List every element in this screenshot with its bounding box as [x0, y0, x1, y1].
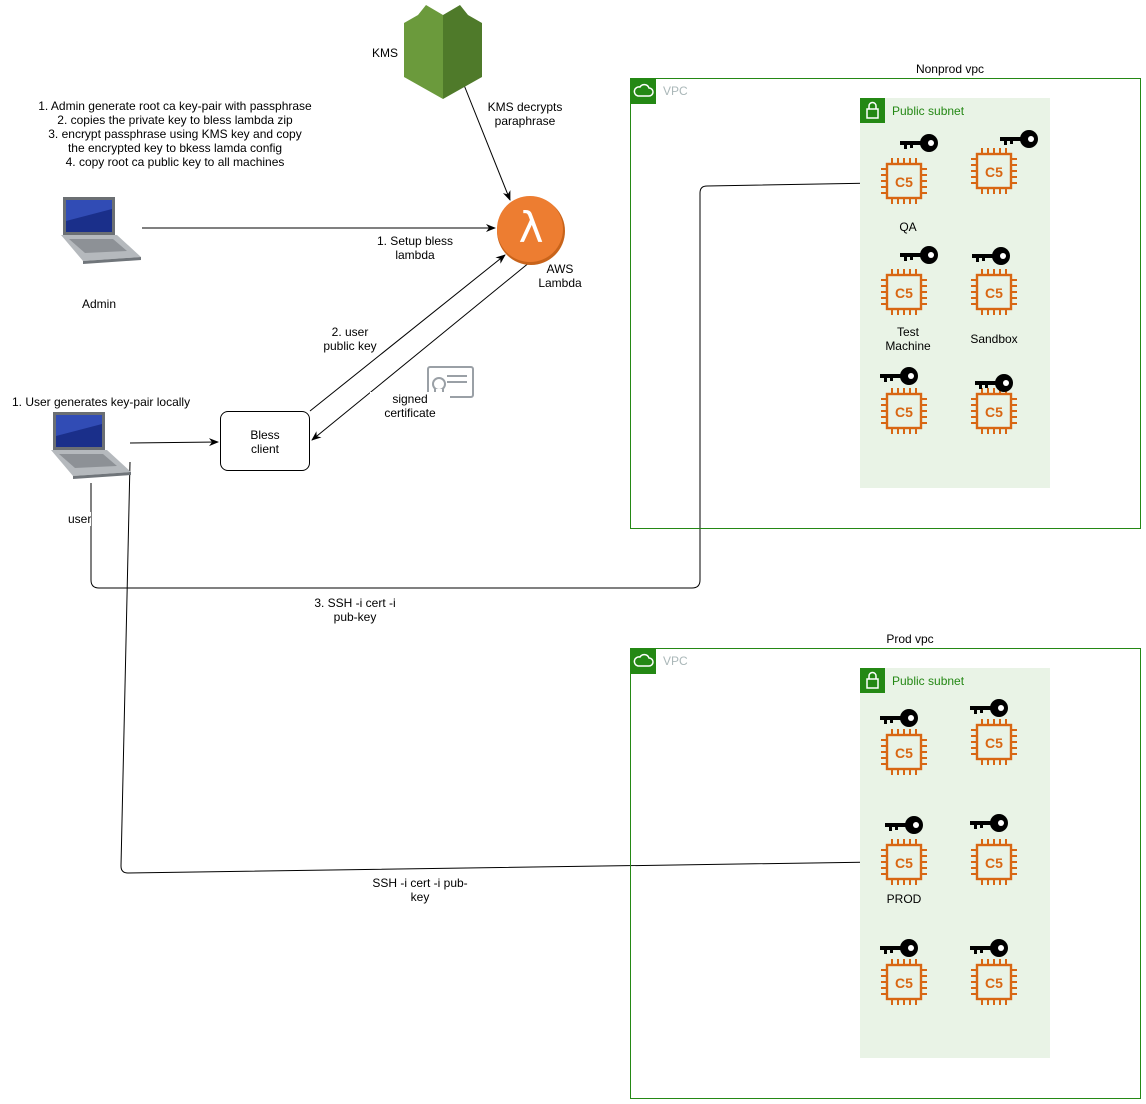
nonprod-qa-ec2-instance-icon: C5 — [881, 158, 927, 204]
key-icon — [880, 367, 918, 385]
prod-1-ec2-instance-icon: C5 — [881, 729, 927, 775]
svg-text:C5: C5 — [985, 404, 1003, 420]
nonprod-6-ec2-instance-icon: C5 — [971, 388, 1017, 434]
key-icon — [970, 814, 1008, 832]
edge-user-public-key-line1: 2. user — [331, 325, 369, 339]
step-2-text: 2. copies the private key to bless lambd… — [57, 113, 293, 127]
kms-edge-label-line2: paraphrase — [494, 114, 556, 128]
step-3b-text: the encrypted key to bkess lamda config — [67, 141, 283, 155]
svg-text:C5: C5 — [895, 975, 913, 991]
svg-text:C5: C5 — [985, 855, 1003, 871]
subnet-lock-icon — [860, 668, 885, 693]
prod-5-ec2-instance-icon: C5 — [881, 959, 927, 1005]
prod-vpc-label: VPC — [663, 654, 688, 668]
kms-edge-label-line1: KMS decrypts — [487, 100, 563, 114]
bless-client-box: Bless client — [220, 411, 310, 471]
svg-text:C5: C5 — [895, 174, 913, 190]
prod-machine-label: PROD — [886, 892, 922, 906]
prod-vpc-title: Prod vpc — [886, 632, 934, 646]
edge-ssh-nonprod-line1: 3. SSH -i cert -i — [314, 596, 396, 610]
prod-subnet-label: Public subnet — [892, 674, 965, 688]
lambda-label-line1: AWS — [546, 262, 574, 276]
svg-text:C5: C5 — [985, 164, 1003, 180]
svg-text:C5: C5 — [985, 285, 1003, 301]
bless-client-label-line2: client — [250, 442, 279, 456]
edge-ssh-nonprod-line2: pub-key — [333, 610, 377, 624]
edge-signed-cert-line2: certificate — [370, 406, 450, 420]
qa-machine-label: QA — [899, 220, 917, 234]
admin-edge-label-line1: 1. Setup bless — [376, 234, 454, 248]
key-icon — [880, 709, 918, 727]
key-icon — [880, 939, 918, 957]
prod-4-ec2-instance-icon: C5 — [971, 839, 1017, 885]
user-laptop-icon — [51, 412, 131, 479]
nonprod-vpc-label: VPC — [663, 84, 688, 98]
key-icon — [1000, 130, 1038, 148]
edge-ssh-prod-line1: SSH -i cert -i pub- — [372, 876, 468, 890]
svg-text:C5: C5 — [895, 404, 913, 420]
nonprod-sandbox-ec2-instance-icon: C5 — [971, 269, 1017, 315]
key-icon — [970, 939, 1008, 957]
key-icon — [900, 134, 938, 152]
user-label: user — [68, 512, 92, 526]
svg-text:C5: C5 — [895, 855, 913, 871]
step-4-text: 4. copy root ca public key to all machin… — [65, 155, 285, 169]
prod-6-ec2-instance-icon: C5 — [971, 959, 1017, 1005]
edge-ssh-to-prod — [120, 461, 879, 874]
bless-client-label-line1: Bless — [250, 428, 280, 442]
key-icon — [885, 816, 923, 834]
nonprod-vpc-group: VPC — [630, 78, 1141, 529]
sandbox-machine-label: Sandbox — [970, 332, 1018, 346]
key-icon — [900, 246, 938, 264]
prod-vpc-group: VPC — [630, 648, 1141, 1099]
kms-label: KMS — [372, 46, 399, 60]
lambda-label-line2: Lambda — [538, 276, 582, 290]
vpc-cloud-icon — [631, 79, 656, 104]
test-machine-label-line2: Machine — [885, 339, 931, 353]
subnet-lock-icon — [860, 98, 885, 123]
vpc-cloud-icon — [631, 649, 656, 674]
admin-edge-label-line2: lambda — [395, 248, 435, 262]
test-machine-label-line1: Test — [896, 325, 919, 339]
kms-icon — [404, 5, 482, 99]
admin-laptop-icon — [61, 197, 141, 264]
edge-user-to-bless — [129, 438, 219, 447]
edge-ssh-prod-line2: key — [410, 890, 430, 904]
key-icon — [970, 699, 1008, 717]
key-icon — [972, 247, 1010, 265]
nonprod-2-ec2-instance-icon: C5 — [971, 148, 1017, 194]
edge-user-public-key-line2: public key — [323, 339, 377, 353]
nonprod-vpc-title: Nonprod vpc — [915, 62, 985, 76]
prod-main-ec2-instance-icon: C5 — [881, 839, 927, 885]
edge-kms-to-lambda — [461, 79, 511, 201]
prod-2-ec2-instance-icon: C5 — [971, 719, 1017, 765]
admin-label: Admin — [82, 297, 117, 311]
step-1-text: 1. Admin generate root ca key-pair with … — [38, 99, 312, 113]
edge-signed-cert-line1: signed — [370, 392, 450, 406]
key-icon — [975, 374, 1013, 392]
step-3-text: 3. encrypt passphrase using KMS key and … — [48, 127, 302, 141]
edge-bless-to-lambda — [309, 254, 506, 412]
user-step-label: 1. User generates key-pair locally — [12, 395, 191, 409]
svg-text:C5: C5 — [895, 745, 913, 761]
lambda-icon — [497, 196, 565, 265]
svg-text:C5: C5 — [895, 285, 913, 301]
lambda-glyph: λ — [518, 203, 544, 252]
svg-text:C5: C5 — [985, 735, 1003, 751]
nonprod-5-ec2-instance-icon: C5 — [881, 388, 927, 434]
edge-lambda-to-bless — [311, 261, 531, 441]
nonprod-subnet-label: Public subnet — [892, 104, 965, 118]
edge-ssh-to-qa — [90, 179, 879, 589]
nonprod-test-ec2-instance-icon: C5 — [881, 269, 927, 315]
svg-text:C5: C5 — [985, 975, 1003, 991]
